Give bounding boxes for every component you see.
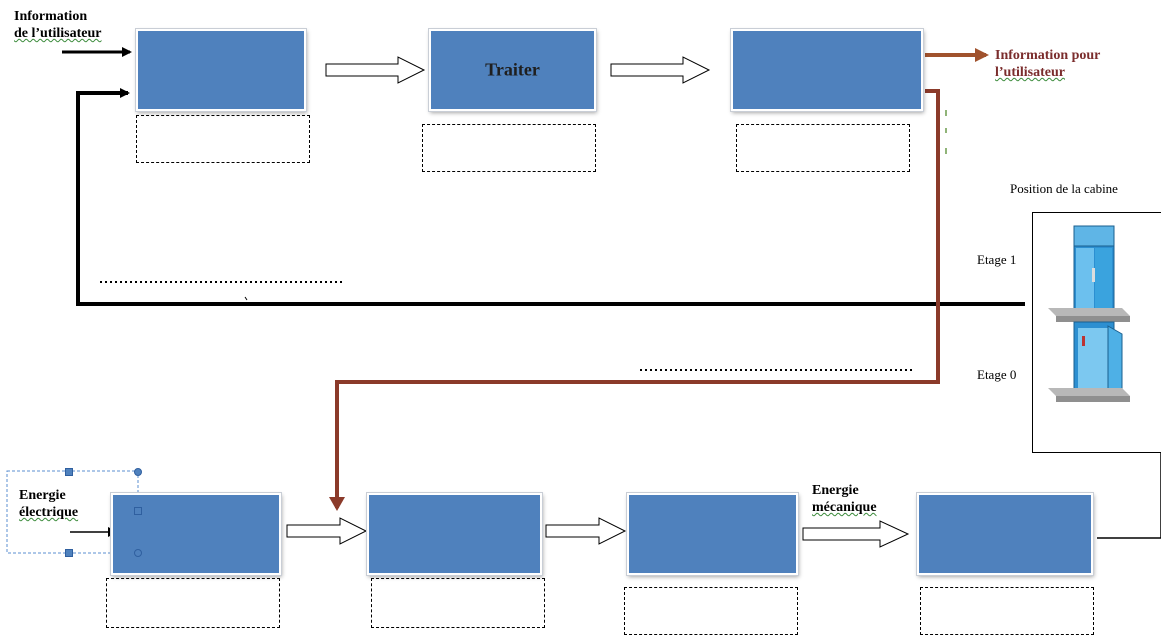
distribute-box — [367, 493, 542, 575]
answer-box-3 — [736, 124, 910, 172]
small-mark — [244, 296, 248, 301]
answer-box-2 — [422, 124, 596, 172]
electric-energy-line1: Energie — [19, 488, 66, 503]
process-box: Traiter — [429, 29, 596, 111]
answer-box-6 — [624, 587, 798, 635]
hollow-arrow-icon — [286, 517, 368, 545]
answer-box-5 — [371, 578, 545, 628]
cabin-position-label: Position de la cabine — [1010, 181, 1118, 196]
floor-0-label: Etage 0 — [977, 367, 1017, 382]
mechanical-energy-line1: Energie — [812, 483, 859, 498]
hollow-arrow-icon — [802, 520, 910, 548]
user-info-out-line2: l’utilisateur — [995, 65, 1065, 80]
convert-box — [627, 493, 798, 575]
answer-box-7 — [920, 587, 1094, 635]
selection-handle — [134, 549, 142, 557]
mechanical-link-line — [1097, 452, 1161, 539]
selection-handle — [134, 468, 142, 476]
mechanical-energy-line2: mécanique — [812, 500, 877, 515]
selection-handle — [65, 468, 73, 476]
user-info-in-line2: de l’utilisateur — [14, 26, 102, 41]
supply-box — [111, 493, 281, 575]
hollow-arrow-icon — [325, 56, 426, 84]
process-box-label: Traiter — [485, 59, 540, 80]
feedback-loop-line — [76, 88, 1025, 306]
answer-box-1 — [136, 115, 310, 163]
communicate-box — [731, 29, 923, 111]
selection-handle — [65, 549, 73, 557]
electric-energy-label: Energie électrique — [19, 487, 78, 521]
hollow-arrow-icon — [545, 517, 627, 545]
floor-1-label: Etage 1 — [977, 252, 1017, 267]
acquire-box — [136, 29, 306, 111]
elevator-icon — [1048, 225, 1130, 402]
order-line — [329, 89, 940, 511]
transmit-box — [917, 493, 1093, 575]
user-info-in-label: Information de l’utilisateur — [14, 8, 102, 42]
answer-box-4 — [106, 578, 280, 628]
selection-handle — [134, 507, 142, 515]
user-info-out-label: Information pour l’utilisateur — [995, 47, 1100, 81]
user-info-in-line1: Information — [14, 9, 88, 24]
user-info-out-line1: Information pour — [995, 48, 1101, 63]
hollow-arrow-icon — [610, 56, 711, 84]
mechanical-energy-label: Energie mécanique — [812, 482, 877, 516]
electric-energy-line2: électrique — [19, 505, 79, 520]
